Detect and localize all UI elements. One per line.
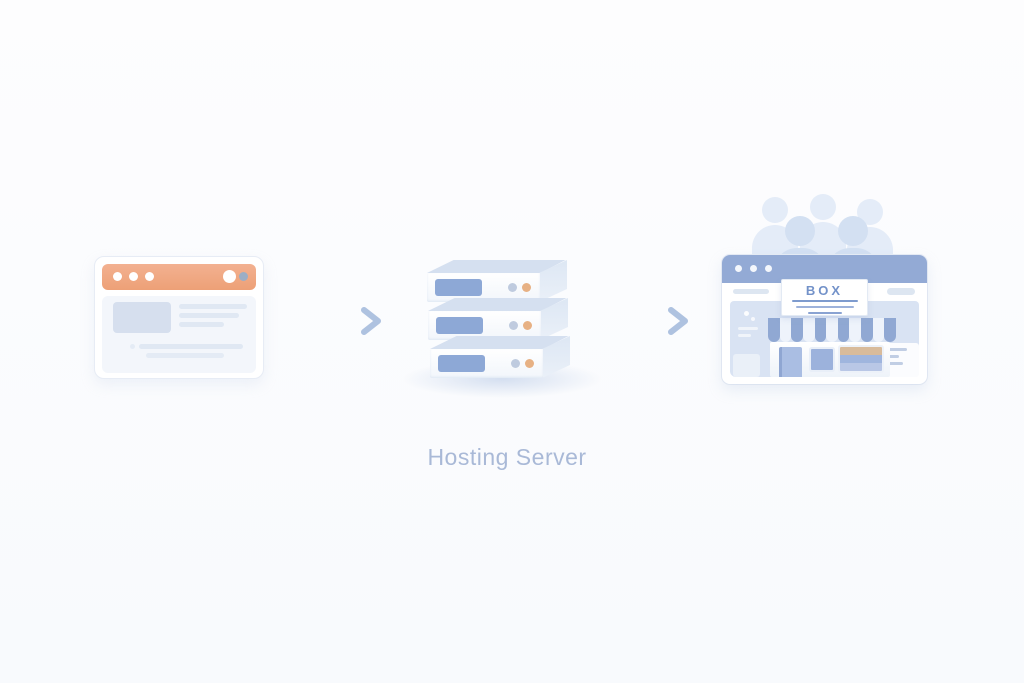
store-window: [811, 349, 833, 370]
image-placeholder: [113, 302, 171, 333]
text-line-placeholder: [883, 362, 903, 365]
text-line-placeholder: [883, 348, 907, 351]
text-line-placeholder: [179, 304, 247, 309]
awning-stripe: [861, 318, 873, 342]
sign-line-placeholder: [791, 300, 858, 302]
text-line-placeholder: [738, 327, 758, 330]
server-front-face: [427, 273, 540, 302]
awning-stripe: [802, 318, 815, 342]
store-awning: [768, 318, 897, 342]
sign-line-placeholder: [795, 306, 854, 308]
server-panel: [435, 279, 482, 296]
browser-titlebar-blue: [722, 255, 927, 283]
awning-stripe: [768, 318, 780, 342]
titlebar-circle-icon: [239, 272, 248, 281]
server-top-face: [428, 298, 567, 311]
user-head: [785, 216, 815, 246]
store-door: [779, 347, 802, 377]
website-browser-window: [94, 256, 264, 379]
awning-stripe: [849, 318, 862, 342]
text-line-placeholder: [883, 355, 899, 358]
server-led-gray-icon: [511, 359, 520, 368]
server-top-face: [430, 336, 569, 349]
awning-stripe: [826, 318, 838, 342]
server-led-orange-icon: [522, 283, 531, 292]
awning-stripe: [779, 318, 792, 342]
window-dot-icon: [113, 272, 122, 281]
server-unit: [427, 260, 577, 302]
server-led-orange-icon: [525, 359, 534, 368]
user-head: [810, 194, 836, 220]
window-dot-icon: [129, 272, 138, 281]
server-led-orange-icon: [523, 321, 532, 330]
server-top-face: [427, 260, 566, 273]
awning-stripe: [872, 318, 885, 342]
user-head: [762, 197, 788, 223]
sign-text: BOX: [805, 283, 844, 298]
window-dot-icon: [145, 272, 154, 281]
window-dot-icon: [765, 265, 772, 272]
window-dot-icon: [735, 265, 742, 272]
live-site-node: BOX: [715, 190, 937, 390]
store-window-display: [840, 347, 882, 371]
user-head: [838, 216, 868, 246]
arrow-right-icon: [595, 307, 688, 335]
awning-stripe: [884, 318, 897, 342]
text-line-placeholder: [146, 353, 224, 358]
content-block-placeholder: [733, 354, 760, 377]
awning-stripe: [814, 318, 827, 342]
window-dot-icon: [750, 265, 757, 272]
bullet-dot: [130, 344, 135, 349]
sparkle-icon: [744, 311, 749, 316]
browser-content-placeholder: [102, 296, 256, 373]
storefront-sign: BOX: [781, 279, 868, 316]
server-front-face: [430, 349, 543, 378]
server-led-gray-icon: [508, 283, 517, 292]
text-line-placeholder: [139, 344, 243, 349]
text-line-placeholder: [738, 334, 751, 337]
server-unit: [430, 336, 580, 378]
live-site-browser-window: BOX: [722, 255, 927, 384]
storefront-icon: [770, 342, 890, 377]
browser-titlebar-orange: [102, 264, 256, 290]
server-unit: [428, 298, 578, 340]
text-line-placeholder: [179, 313, 239, 318]
sign-line-placeholder: [807, 312, 842, 314]
titlebar-circle-icon: [223, 270, 236, 283]
hosting-server-label: Hosting Server: [427, 444, 587, 470]
server-front-face: [428, 311, 541, 340]
server-panel: [438, 355, 485, 372]
arrow-right-icon: [288, 307, 381, 335]
nav-pill-placeholder: [887, 288, 915, 295]
server-led-gray-icon: [509, 321, 518, 330]
server-panel: [436, 317, 483, 334]
awning-stripe: [791, 318, 803, 342]
sparkle-icon: [751, 317, 755, 321]
nav-line-placeholder: [733, 289, 769, 294]
text-line-placeholder: [179, 322, 224, 327]
server-stack-icon: [402, 260, 627, 410]
awning-stripe: [837, 318, 850, 342]
